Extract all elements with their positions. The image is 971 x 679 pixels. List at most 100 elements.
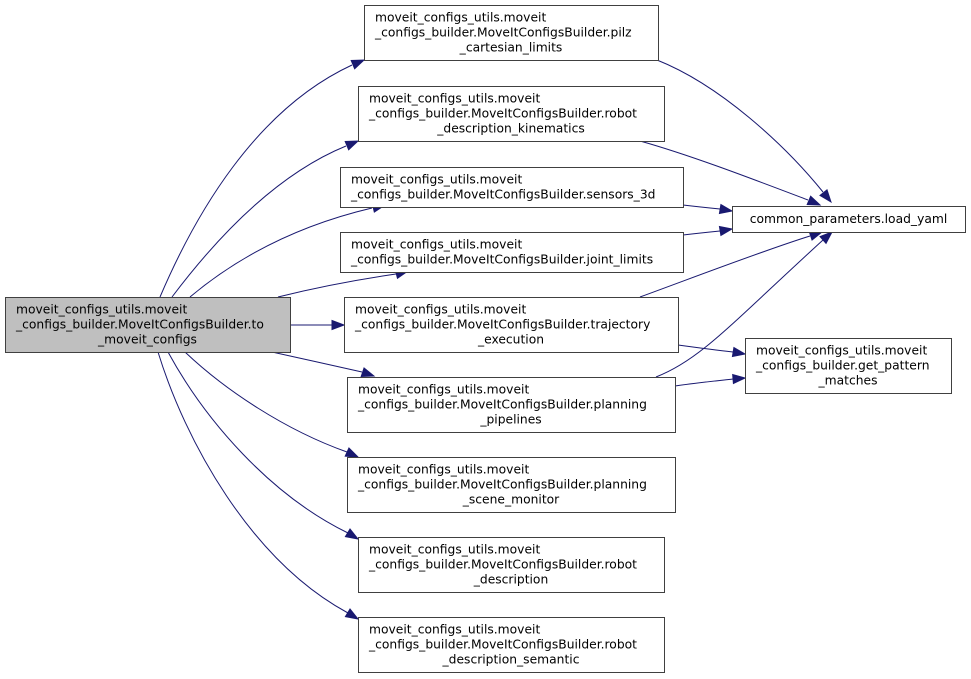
node-robot-description[interactable]: moveit_configs_utils.moveit_configs_buil… [358,537,665,593]
arrowhead-icon [344,608,360,620]
arrowhead-icon [819,188,832,204]
node-robot-description-kinematics[interactable]: moveit_configs_utils.moveit_configs_buil… [358,86,665,142]
arrowhead-icon [344,140,360,151]
node-label-line: moveit_configs_utils.moveit [351,173,522,187]
arrowhead-icon [344,447,360,458]
edge-line [159,64,353,298]
node-label-line: moveit_configs_utils.moveit [756,344,927,358]
edge-line [656,59,824,193]
node-box [340,232,684,273]
node-box [732,206,966,233]
edge-line [655,239,824,378]
node-label-line: moveit_configs_utils.moveit [375,11,546,25]
edge-to-moveit-configs-to-joint-limits [277,268,410,298]
edge-line [639,140,809,201]
node-label-line: _matches [817,374,877,388]
node-box [358,617,665,673]
node-to-moveit-configs[interactable]: moveit_configs_utils.moveit_configs_buil… [5,297,291,353]
edge-line [184,351,348,453]
node-label-line: _configs_builder.MoveItConfigsBuilder.pl… [357,398,647,412]
edge-line [167,351,349,534]
node-label-line: _description [473,573,549,587]
node-label-line: _pipelines [479,413,541,427]
node-box [344,297,679,353]
node-label-line: _configs_builder.MoveItConfigsBuilder.se… [350,188,655,202]
edge-line [271,351,363,373]
edge-to-moveit-configs-to-planning-pipelines [271,351,376,378]
arrowhead-icon [344,528,360,540]
node-label-line: moveit_configs_utils.moveit [358,383,529,397]
node-label-line: _configs_builder.MoveItConfigsBuilder.tr… [354,318,650,332]
edge-planning-pipelines-to-load-yaml [655,231,834,378]
node-label-line: _scene_monitor [462,493,560,507]
edge-line [189,207,373,298]
edge-to-moveit-configs-to-robot-description-semantic [157,351,360,620]
edge-sensors-3d-to-load-yaml [682,203,734,215]
node-label-line: _configs_builder.MoveItConfigsBuilder.to [15,318,264,332]
node-planning-scene-monitor[interactable]: moveit_configs_utils.moveit_configs_buil… [347,457,676,513]
edge-to-moveit-configs-to-trajectory-execution [290,319,346,331]
edge-robot-description-kinematics-to-load-yaml [639,140,822,206]
node-box [340,167,684,208]
node-box [358,86,665,142]
arrowhead-icon [331,319,346,331]
node-label-line: moveit_configs_utils.moveit [358,463,529,477]
node-label-line: moveit_configs_utils.moveit [369,543,540,557]
node-pilz-cartesian-limits[interactable]: moveit_configs_utils.moveit_configs_buil… [364,5,659,61]
node-label-line: _configs_builder.get_pattern [755,359,930,373]
node-label-line: _description_semantic [442,653,580,667]
edge-trajectory-execution-to-get-pattern-matches [677,344,747,358]
node-box [358,537,665,593]
arrowhead-icon [350,59,366,70]
edge-line [157,351,349,614]
arrowhead-icon [360,367,376,378]
arrowhead-icon [732,373,747,385]
node-box [745,338,952,394]
edge-to-moveit-configs-to-pilz-cartesian-limits [159,59,366,298]
node-label-line: moveit_configs_utils.moveit [355,303,526,317]
node-label-line: common_parameters.load_yaml [750,212,948,226]
node-box [5,297,291,353]
node-planning-pipelines[interactable]: moveit_configs_utils.moveit_configs_buil… [347,377,676,433]
edge-planning-pipelines-to-get-pattern-matches [674,373,747,387]
edge-pilz-cartesian-limits-to-load-yaml [656,59,832,204]
edge-to-moveit-configs-to-robot-description [167,351,360,540]
edge-to-moveit-configs-to-planning-scene-monitor [184,351,360,458]
node-label-line: moveit_configs_utils.moveit [369,92,540,106]
node-label-line: _moveit_configs [97,333,197,347]
edge-line [171,145,347,298]
arrowhead-icon [806,195,822,206]
node-label-line: _configs_builder.MoveItConfigsBuilder.jo… [350,253,653,267]
node-load-yaml[interactable]: common_parameters.load_yaml [732,206,966,233]
edge-line [682,230,721,236]
node-box [364,5,659,61]
node-label-line: _configs_builder.MoveItConfigsBuilder.pi… [374,26,632,40]
node-trajectory-execution[interactable]: moveit_configs_utils.moveit_configs_buil… [344,297,679,353]
node-label-line: _description_kinematics [436,122,585,136]
arrowhead-icon [731,346,747,358]
node-robot-description-semantic[interactable]: moveit_configs_utils.moveit_configs_buil… [358,617,665,673]
node-label-line: _configs_builder.MoveItConfigsBuilder.ro… [368,558,637,572]
node-get-pattern-matches[interactable]: moveit_configs_utils.moveit_configs_buil… [745,338,952,394]
edge-line [677,344,734,353]
node-label-line: moveit_configs_utils.moveit [369,623,540,637]
node-label-line: _configs_builder.MoveItConfigsBuilder.ro… [368,638,637,652]
node-label-line: moveit_configs_utils.moveit [16,303,187,317]
node-sensors-3d[interactable]: moveit_configs_utils.moveit_configs_buil… [340,167,684,208]
edge-line [674,378,734,387]
node-label-line: _cartesian_limits [459,41,563,55]
arrowhead-icon [718,203,734,215]
node-label-line: _configs_builder.MoveItConfigsBuilder.pl… [357,478,647,492]
node-box [347,377,676,433]
arrowhead-icon [819,231,834,245]
node-label-line: _configs_builder.MoveItConfigsBuilder.ro… [368,107,637,121]
edge-joint-limits-to-load-yaml [682,225,734,237]
arrowhead-icon [718,225,734,237]
edge-line [277,273,397,298]
node-box [347,457,676,513]
edge-line [639,235,811,298]
node-label-line: _execution [477,333,544,347]
node-label-line: moveit_configs_utils.moveit [351,238,522,252]
node-joint-limits[interactable]: moveit_configs_utils.moveit_configs_buil… [340,232,684,273]
